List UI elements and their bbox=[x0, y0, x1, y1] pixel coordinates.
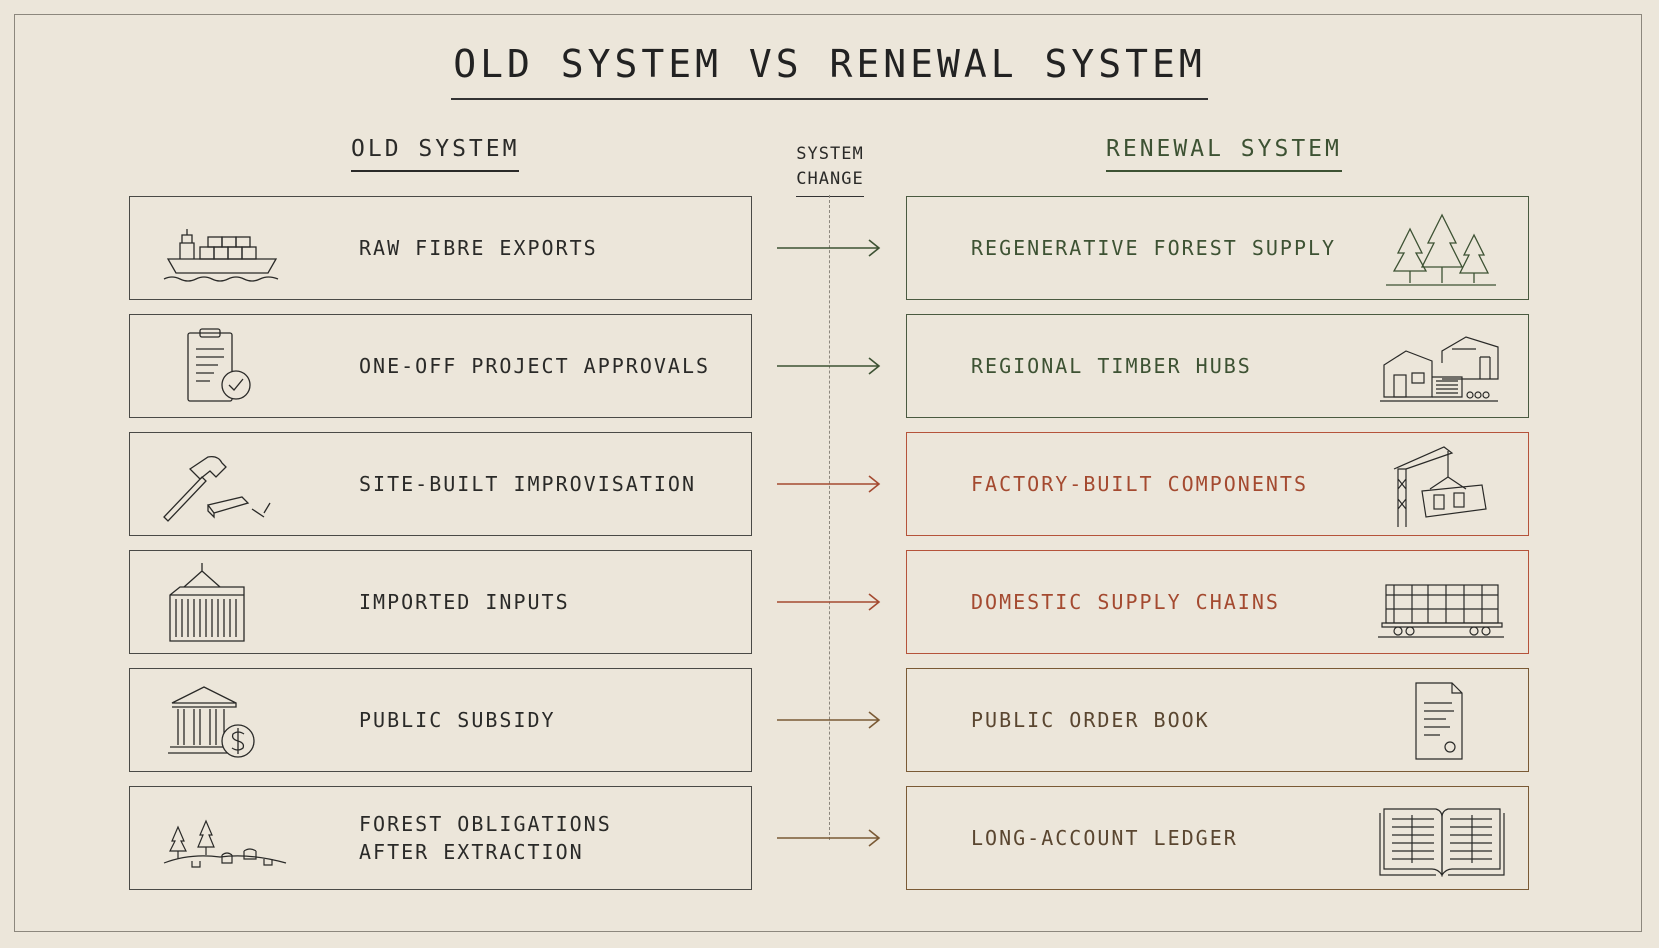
shipping-container-icon bbox=[169, 563, 245, 642]
old-system-item: RAW FIBRE EXPORTS bbox=[129, 196, 752, 300]
renewal-system-item: REGENERATIVE FOREST SUPPLY bbox=[906, 196, 1529, 300]
system-change-heading: SYSTEM CHANGE bbox=[780, 142, 880, 197]
old-system-label: IMPORTED INPUTS bbox=[359, 590, 570, 614]
old-system-label: FOREST OBLIGATIONS AFTER EXTRACTION bbox=[359, 812, 612, 864]
bank-dollar-icon bbox=[168, 686, 255, 758]
comparison-row: RAW FIBRE EXPORTS REGENERATIVE FOREST SU… bbox=[0, 196, 1659, 300]
page-frame bbox=[14, 14, 1642, 932]
hammer-icon bbox=[163, 455, 271, 522]
old-system-label: ONE-OFF PROJECT APPROVALS bbox=[359, 354, 711, 378]
renewal-system-label: LONG-ACCOUNT LEDGER bbox=[971, 826, 1238, 850]
stumps-icon bbox=[163, 819, 287, 868]
pine-trees-icon bbox=[1386, 213, 1496, 286]
old-system-item: SITE-BUILT IMPROVISATION bbox=[129, 432, 752, 536]
contract-document-icon bbox=[1415, 682, 1463, 760]
arrow-right-icon bbox=[777, 475, 881, 493]
renewal-system-label: REGENERATIVE FOREST SUPPLY bbox=[971, 236, 1337, 260]
renewal-system-label: DOMESTIC SUPPLY CHAINS bbox=[971, 590, 1280, 614]
old-system-item: PUBLIC SUBSIDY bbox=[129, 668, 752, 772]
timber-hub-buildings-icon bbox=[1380, 336, 1499, 402]
old-system-item: IMPORTED INPUTS bbox=[129, 550, 752, 654]
renewal-system-item: LONG-ACCOUNT LEDGER bbox=[906, 786, 1529, 890]
old-system-label: SITE-BUILT IMPROVISATION bbox=[359, 472, 696, 496]
old-system-heading: OLD SYSTEM bbox=[351, 136, 520, 172]
freight-railcar-icon bbox=[1378, 584, 1504, 638]
old-system-item: ONE-OFF PROJECT APPROVALS bbox=[129, 314, 752, 418]
cargo-ship-icon bbox=[163, 229, 279, 282]
renewal-system-heading: RENEWAL SYSTEM bbox=[1106, 136, 1342, 172]
arrow-right-icon bbox=[777, 711, 881, 729]
comparison-row: ONE-OFF PROJECT APPROVALS REGIONAL TIMBE… bbox=[0, 314, 1659, 418]
old-system-label: RAW FIBRE EXPORTS bbox=[359, 236, 598, 260]
renewal-system-label: PUBLIC ORDER BOOK bbox=[971, 708, 1210, 732]
comparison-row: IMPORTED INPUTS DOMESTIC SUPPLY CHAINS bbox=[0, 550, 1659, 654]
crane-module-icon bbox=[1393, 446, 1487, 527]
renewal-system-item: REGIONAL TIMBER HUBS bbox=[906, 314, 1529, 418]
system-change-divider bbox=[829, 195, 830, 840]
clipboard-check-icon bbox=[187, 328, 251, 402]
renewal-system-label: REGIONAL TIMBER HUBS bbox=[971, 354, 1252, 378]
open-ledger-icon bbox=[1379, 808, 1505, 877]
old-system-item: FOREST OBLIGATIONS AFTER EXTRACTION bbox=[129, 786, 752, 890]
renewal-system-label: FACTORY-BUILT COMPONENTS bbox=[971, 472, 1308, 496]
arrow-right-icon bbox=[777, 593, 881, 611]
comparison-row: SITE-BUILT IMPROVISATION FACTORY-BUILT C… bbox=[0, 432, 1659, 536]
arrow-right-icon bbox=[777, 829, 881, 847]
comparison-row: PUBLIC SUBSIDY PUBLIC ORDER BOOK bbox=[0, 668, 1659, 772]
renewal-system-item: PUBLIC ORDER BOOK bbox=[906, 668, 1529, 772]
arrow-right-icon bbox=[777, 239, 881, 257]
renewal-system-item: DOMESTIC SUPPLY CHAINS bbox=[906, 550, 1529, 654]
old-system-label: PUBLIC SUBSIDY bbox=[359, 708, 556, 732]
renewal-system-item: FACTORY-BUILT COMPONENTS bbox=[906, 432, 1529, 536]
comparison-row: FOREST OBLIGATIONS AFTER EXTRACTION LONG… bbox=[0, 786, 1659, 890]
page-title: OLD SYSTEM VS RENEWAL SYSTEM bbox=[0, 42, 1659, 100]
arrow-right-icon bbox=[777, 357, 881, 375]
